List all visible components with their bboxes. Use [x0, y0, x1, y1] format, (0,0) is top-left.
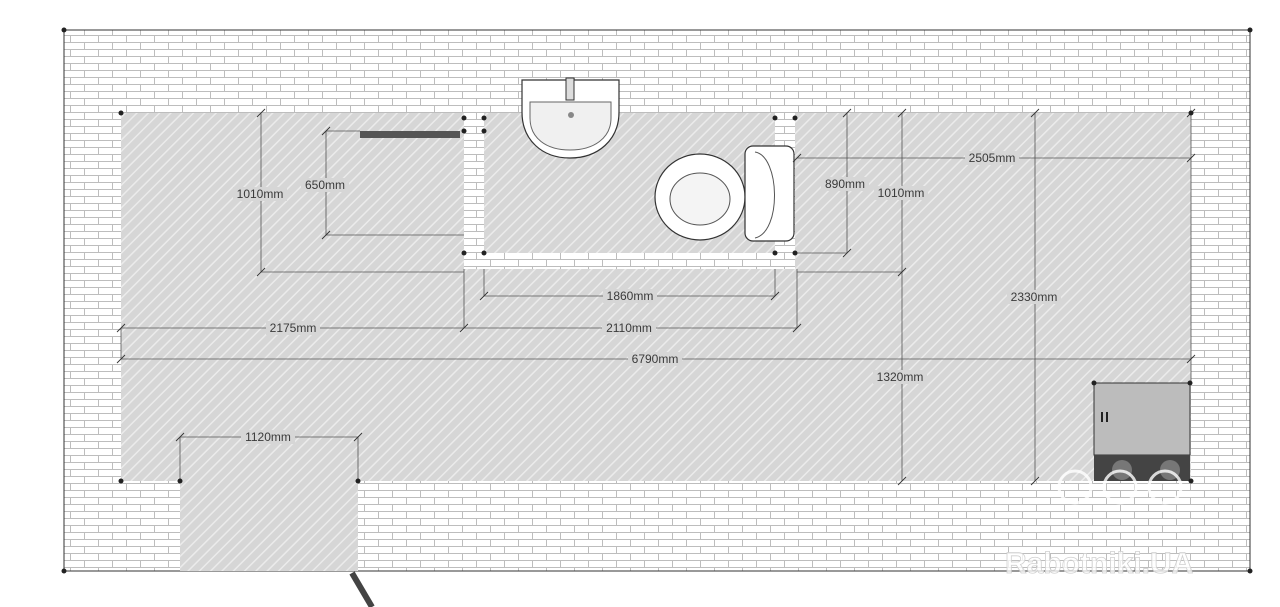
corner-nodes	[61, 27, 1253, 574]
cabinet-icon	[1093, 382, 1191, 481]
dim-2505: 2505mm	[969, 151, 1016, 165]
dim-1860: 1860mm	[607, 289, 654, 303]
dim-890: 890mm	[825, 177, 865, 191]
partition-wall-bottom	[464, 253, 794, 269]
dim-2175: 2175mm	[270, 321, 317, 335]
toilet-icon	[654, 145, 795, 242]
dim-1120: 1120mm	[245, 430, 291, 444]
dimension-labels: 2175mm 2110mm 1860mm 6790mm 1120mm 1010m…	[233, 151, 1061, 444]
doorway-opening	[180, 481, 358, 571]
dim-6790: 6790mm	[632, 352, 679, 366]
dim-1010-left: 1010mm	[237, 187, 284, 201]
dim-1320: 1320mm	[877, 370, 924, 384]
dim-2110: 2110mm	[606, 321, 652, 335]
partition-wall	[464, 113, 484, 253]
sink-icon	[521, 77, 620, 159]
dim-1010-right: 1010mm	[878, 186, 925, 200]
door-leaf-icon	[349, 571, 375, 607]
dim-650: 650mm	[305, 178, 345, 192]
watermark: Rabotniki.UA	[1005, 469, 1194, 580]
wall-rail	[360, 131, 460, 138]
dim-2330: 2330mm	[1011, 290, 1058, 304]
watermark-text: Rabotniki.UA	[1005, 547, 1193, 580]
